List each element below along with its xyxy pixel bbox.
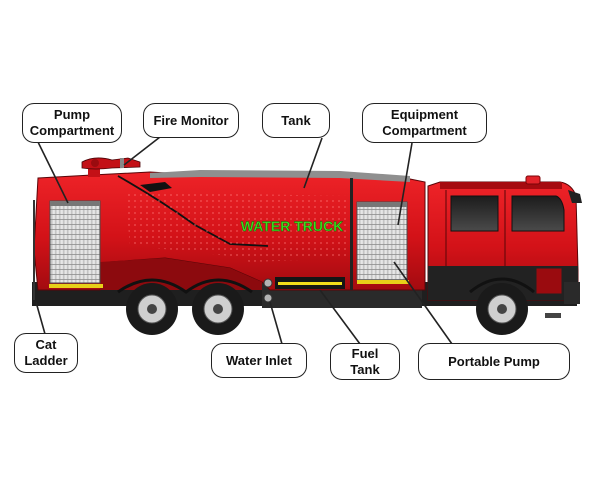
rear-wheel-2 <box>192 283 244 335</box>
label-cat-ladder: Cat Ladder <box>14 333 78 373</box>
pump-compartment-door <box>49 200 103 288</box>
leader-fire-monitor <box>123 136 161 166</box>
label-fire-monitor: Fire Monitor <box>143 103 239 138</box>
leader-fuel-tank <box>319 289 361 345</box>
side-mirror <box>568 190 582 203</box>
leader-water-inlet <box>269 301 283 345</box>
cab-roof-strip <box>440 182 562 189</box>
tank-divider <box>350 178 353 290</box>
top-hatch <box>140 182 172 192</box>
label-water-inlet: Water Inlet <box>211 343 307 378</box>
water-inlet <box>263 278 273 303</box>
perforated-panel <box>125 192 352 262</box>
label-tank: Tank <box>262 103 330 138</box>
leader-tank <box>303 137 323 189</box>
tow-hook <box>545 313 561 318</box>
front-wheel <box>476 283 528 335</box>
cab <box>427 175 582 318</box>
label-equipment-compartment: Equipment Compartment <box>362 103 487 143</box>
leader-equipment-compartment <box>397 142 413 226</box>
body-lettering: WATER TRUCK <box>241 218 343 234</box>
cab-step <box>535 267 563 295</box>
label-pump-compartment: Pump Compartment <box>22 103 122 143</box>
cab-window-front <box>511 195 565 232</box>
leader-lines <box>35 136 453 345</box>
tank-roof <box>150 170 410 182</box>
front-fender <box>469 277 535 294</box>
truck: WATER TRUCK <box>32 157 582 335</box>
leader-pump-compartment <box>37 141 69 204</box>
equipment-compartment-door <box>356 201 409 284</box>
leader-cat-ladder <box>35 301 46 335</box>
front-bumper <box>564 282 580 304</box>
leader-portable-pump <box>393 261 453 345</box>
rear-fender <box>117 278 253 294</box>
fuel-tank-box <box>275 277 345 289</box>
rear-wheel-1 <box>126 283 178 335</box>
beacon-light <box>525 175 541 185</box>
label-portable-pump: Portable Pump <box>418 343 570 380</box>
cab-window-rear <box>450 195 499 232</box>
fire-monitor <box>81 157 141 177</box>
label-fuel-tank: Fuel Tank <box>330 343 400 380</box>
